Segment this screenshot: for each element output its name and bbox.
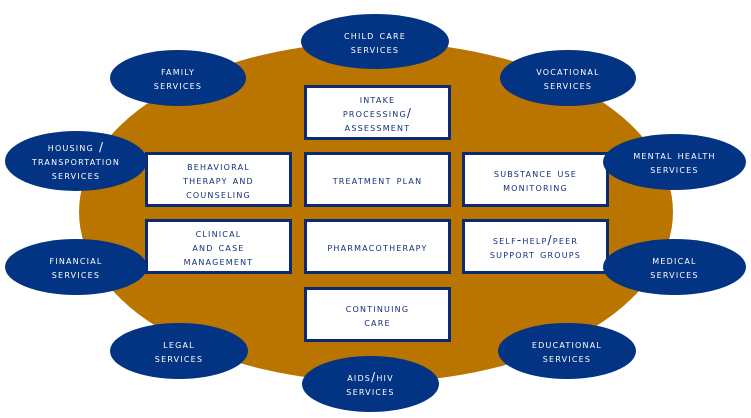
oval-child-care-services-label: Child Care Services <box>343 27 407 56</box>
oval-vocational-services-label: Vocational Services <box>536 64 600 92</box>
oval-financial-services-label: Financial Services <box>49 253 103 281</box>
oval-mental-health-services[interactable]: Mental Health Services <box>603 134 746 190</box>
box-clinical-case-management-label: Clinical and Case Management <box>183 225 254 268</box>
box-intake: Intake Processing/ Assessment <box>304 85 451 140</box>
box-self-help: Self-Help/Peer Support Groups <box>462 219 609 274</box>
box-pharmacotherapy: Pharmacotherapy <box>304 219 451 274</box>
box-substance-use-monitoring-label: Substance Use Monitoring <box>493 165 578 194</box>
box-continuing-care-label: Continuing Care <box>345 300 410 329</box>
oval-family-services-label: Family Services <box>153 64 203 92</box>
box-treatment-plan: Treatment Plan <box>304 152 451 207</box>
box-continuing-care: Continuing Care <box>304 287 451 342</box>
oval-mental-health-services-label: Mental Health Services <box>633 148 716 176</box>
oval-medical-services[interactable]: Medical Services <box>603 239 746 295</box>
oval-financial-services[interactable]: Financial Services <box>5 239 147 295</box>
oval-housing-transportation-services[interactable]: Housing / Transportation Services <box>5 131 147 191</box>
oval-legal-services[interactable]: Legal Services <box>110 323 248 379</box>
oval-child-care-services[interactable]: Child Care Services <box>301 14 449 69</box>
oval-educational-services-label: Educational Services <box>531 337 603 365</box>
box-treatment-plan-label: Treatment Plan <box>332 172 423 187</box>
oval-vocational-services[interactable]: Vocational Services <box>500 50 636 106</box>
box-intake-label: Intake Processing/ Assessment <box>342 91 413 134</box>
box-behavioral-therapy: Behavioral Therapy and Counseling <box>145 152 292 207</box>
oval-family-services[interactable]: Family Services <box>110 50 246 106</box>
oval-aids-hiv-services-label: AIDS/HIV Services <box>346 370 395 398</box>
box-substance-use-monitoring: Substance Use Monitoring <box>462 152 609 207</box>
oval-housing-transportation-services-label: Housing / Transportation Services <box>31 140 121 182</box>
oval-legal-services-label: Legal Services <box>154 337 204 365</box>
box-clinical-case-management: Clinical and Case Management <box>145 219 292 274</box>
box-self-help-label: Self-Help/Peer Support Groups <box>489 232 582 261</box>
oval-educational-services[interactable]: Educational Services <box>498 323 636 379</box>
box-pharmacotherapy-label: Pharmacotherapy <box>327 239 428 254</box>
oval-aids-hiv-services[interactable]: AIDS/HIV Services <box>302 356 439 412</box>
box-behavioral-therapy-label: Behavioral Therapy and Counseling <box>183 158 254 201</box>
oval-medical-services-label: Medical Services <box>650 253 699 281</box>
